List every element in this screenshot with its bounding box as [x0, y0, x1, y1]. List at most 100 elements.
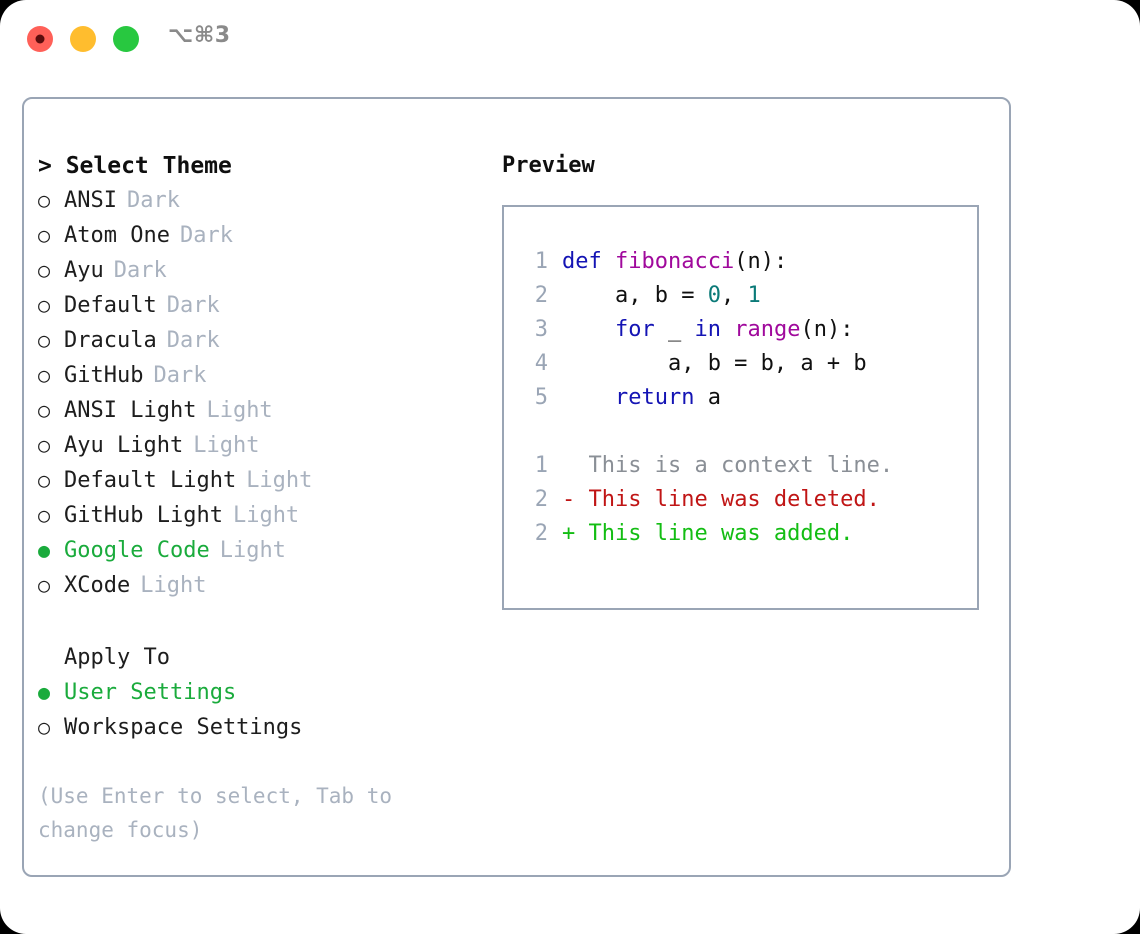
theme-option-variant: Light — [193, 433, 260, 458]
diff-sample: 1 This is a context line.2- This line wa… — [504, 449, 977, 551]
preview-heading: Preview — [502, 153, 595, 178]
token-plain: _ — [654, 317, 695, 342]
theme-option-label: XCode — [64, 573, 131, 598]
theme-option-variant: Light — [246, 468, 313, 493]
radio-unselected-icon: ○ — [38, 363, 51, 387]
token-kw: in — [694, 317, 721, 342]
code-line-content: for _ in range(n): — [562, 313, 853, 347]
select-theme-header: > Select Theme — [38, 153, 232, 179]
line-number: 1 — [534, 249, 548, 274]
apply-to-label: Apply To — [64, 645, 170, 670]
minimize-button[interactable] — [70, 26, 96, 52]
diff-line-deleted: 2- This line was deleted. — [504, 483, 977, 517]
token-plain — [562, 385, 615, 410]
diff-line-added: 2 + This line was added. — [504, 517, 977, 551]
theme-option-ayu[interactable]: ○ Ayu Dark — [38, 253, 488, 288]
line-number: 4 — [534, 351, 548, 376]
apply-to-option-user-settings[interactable]: ●User Settings — [38, 675, 488, 710]
diff-line-content: This line was deleted. — [575, 487, 880, 512]
apply-to-option-label: User Settings — [64, 680, 237, 705]
theme-option-default[interactable]: ○ Default Dark — [38, 288, 488, 323]
apply-to-option-label: Workspace Settings — [64, 715, 303, 740]
token-plain: a, b = — [562, 283, 708, 308]
theme-option-variant: Dark — [153, 363, 207, 388]
radio-unselected-icon: ○ — [38, 223, 51, 247]
radio-unselected-icon: ○ — [38, 258, 51, 282]
theme-option-variant: Dark — [166, 328, 220, 353]
code-line: 5 return a — [504, 381, 977, 415]
code-line-content: def fibonacci(n): — [562, 245, 787, 279]
diff-marker: + — [562, 521, 576, 546]
token-fn: fibonacci — [614, 249, 735, 274]
theme-option-variant: Light — [232, 503, 300, 528]
radio-unselected-icon: ○ — [38, 433, 51, 457]
theme-option-label: Dracula — [64, 328, 157, 353]
apply-to-list[interactable]: ●User Settings ○ Workspace Settings — [38, 675, 488, 745]
theme-option-variant: Dark — [113, 258, 167, 283]
code-line: 3 for _ in range(n): — [504, 313, 977, 347]
token-plain — [721, 317, 734, 342]
apply-to-option-workspace-settings[interactable]: ○ Workspace Settings — [38, 710, 488, 745]
maximize-button[interactable] — [113, 26, 139, 52]
radio-unselected-icon: ○ — [38, 468, 51, 492]
theme-option-label: GitHub Light — [64, 503, 223, 528]
theme-option-label: ANSI — [64, 188, 117, 213]
diff-marker — [562, 449, 575, 483]
theme-option-github-light[interactable]: ○ GitHub Light Light — [38, 498, 488, 533]
token-num: 1 — [747, 283, 761, 308]
code-line: 1 def fibonacci(n): — [504, 245, 977, 279]
diff-line-content: This line was added. — [575, 521, 854, 546]
theme-option-label: Ayu — [64, 258, 104, 283]
close-button[interactable] — [27, 26, 53, 52]
theme-option-variant: Dark — [166, 293, 220, 318]
token-num: 0 — [707, 283, 721, 308]
window-titlebar: ⌥⌘3 — [0, 0, 1140, 78]
line-number: 5 — [534, 385, 548, 410]
code-line: 4 a, b = b, a + b — [504, 347, 977, 381]
code-line-content: a, b = b, a + b — [562, 347, 867, 381]
diff-marker: - — [562, 487, 576, 512]
token-kw: for — [614, 317, 655, 342]
radio-unselected-icon: ○ — [38, 573, 51, 597]
radio-unselected-icon: ○ — [38, 715, 51, 739]
token-plain — [562, 317, 615, 342]
keyboard-hint-text: (Use Enter to select, Tab to change focu… — [38, 784, 393, 842]
theme-option-label: Default — [64, 293, 157, 318]
token-kw: return — [614, 385, 695, 410]
token-kw: def — [562, 249, 615, 274]
traffic-light-buttons — [27, 26, 139, 52]
line-number: 2 — [534, 521, 548, 546]
token-plain: a — [694, 385, 721, 410]
line-number: 2 — [534, 487, 548, 512]
radio-selected-icon: ● — [38, 538, 51, 562]
line-number: 2 — [534, 283, 548, 308]
token-plain: a, b = b, a + b — [562, 351, 867, 376]
radio-unselected-icon: ○ — [38, 293, 51, 317]
line-number: 1 — [534, 453, 548, 478]
radio-unselected-icon: ○ — [38, 188, 51, 212]
radio-unselected-icon: ○ — [38, 503, 51, 527]
preview-spacer — [504, 415, 977, 449]
radio-unselected-icon: ○ — [38, 398, 51, 422]
theme-option-variant: Dark — [179, 223, 233, 248]
diff-line-context: 1 This is a context line. — [504, 449, 977, 483]
theme-option-label: ANSI Light — [64, 398, 197, 423]
line-number: 3 — [534, 317, 548, 342]
code-line: 2 a, b = 0, 1 — [504, 279, 977, 313]
theme-option-label: Google Code — [64, 538, 210, 563]
